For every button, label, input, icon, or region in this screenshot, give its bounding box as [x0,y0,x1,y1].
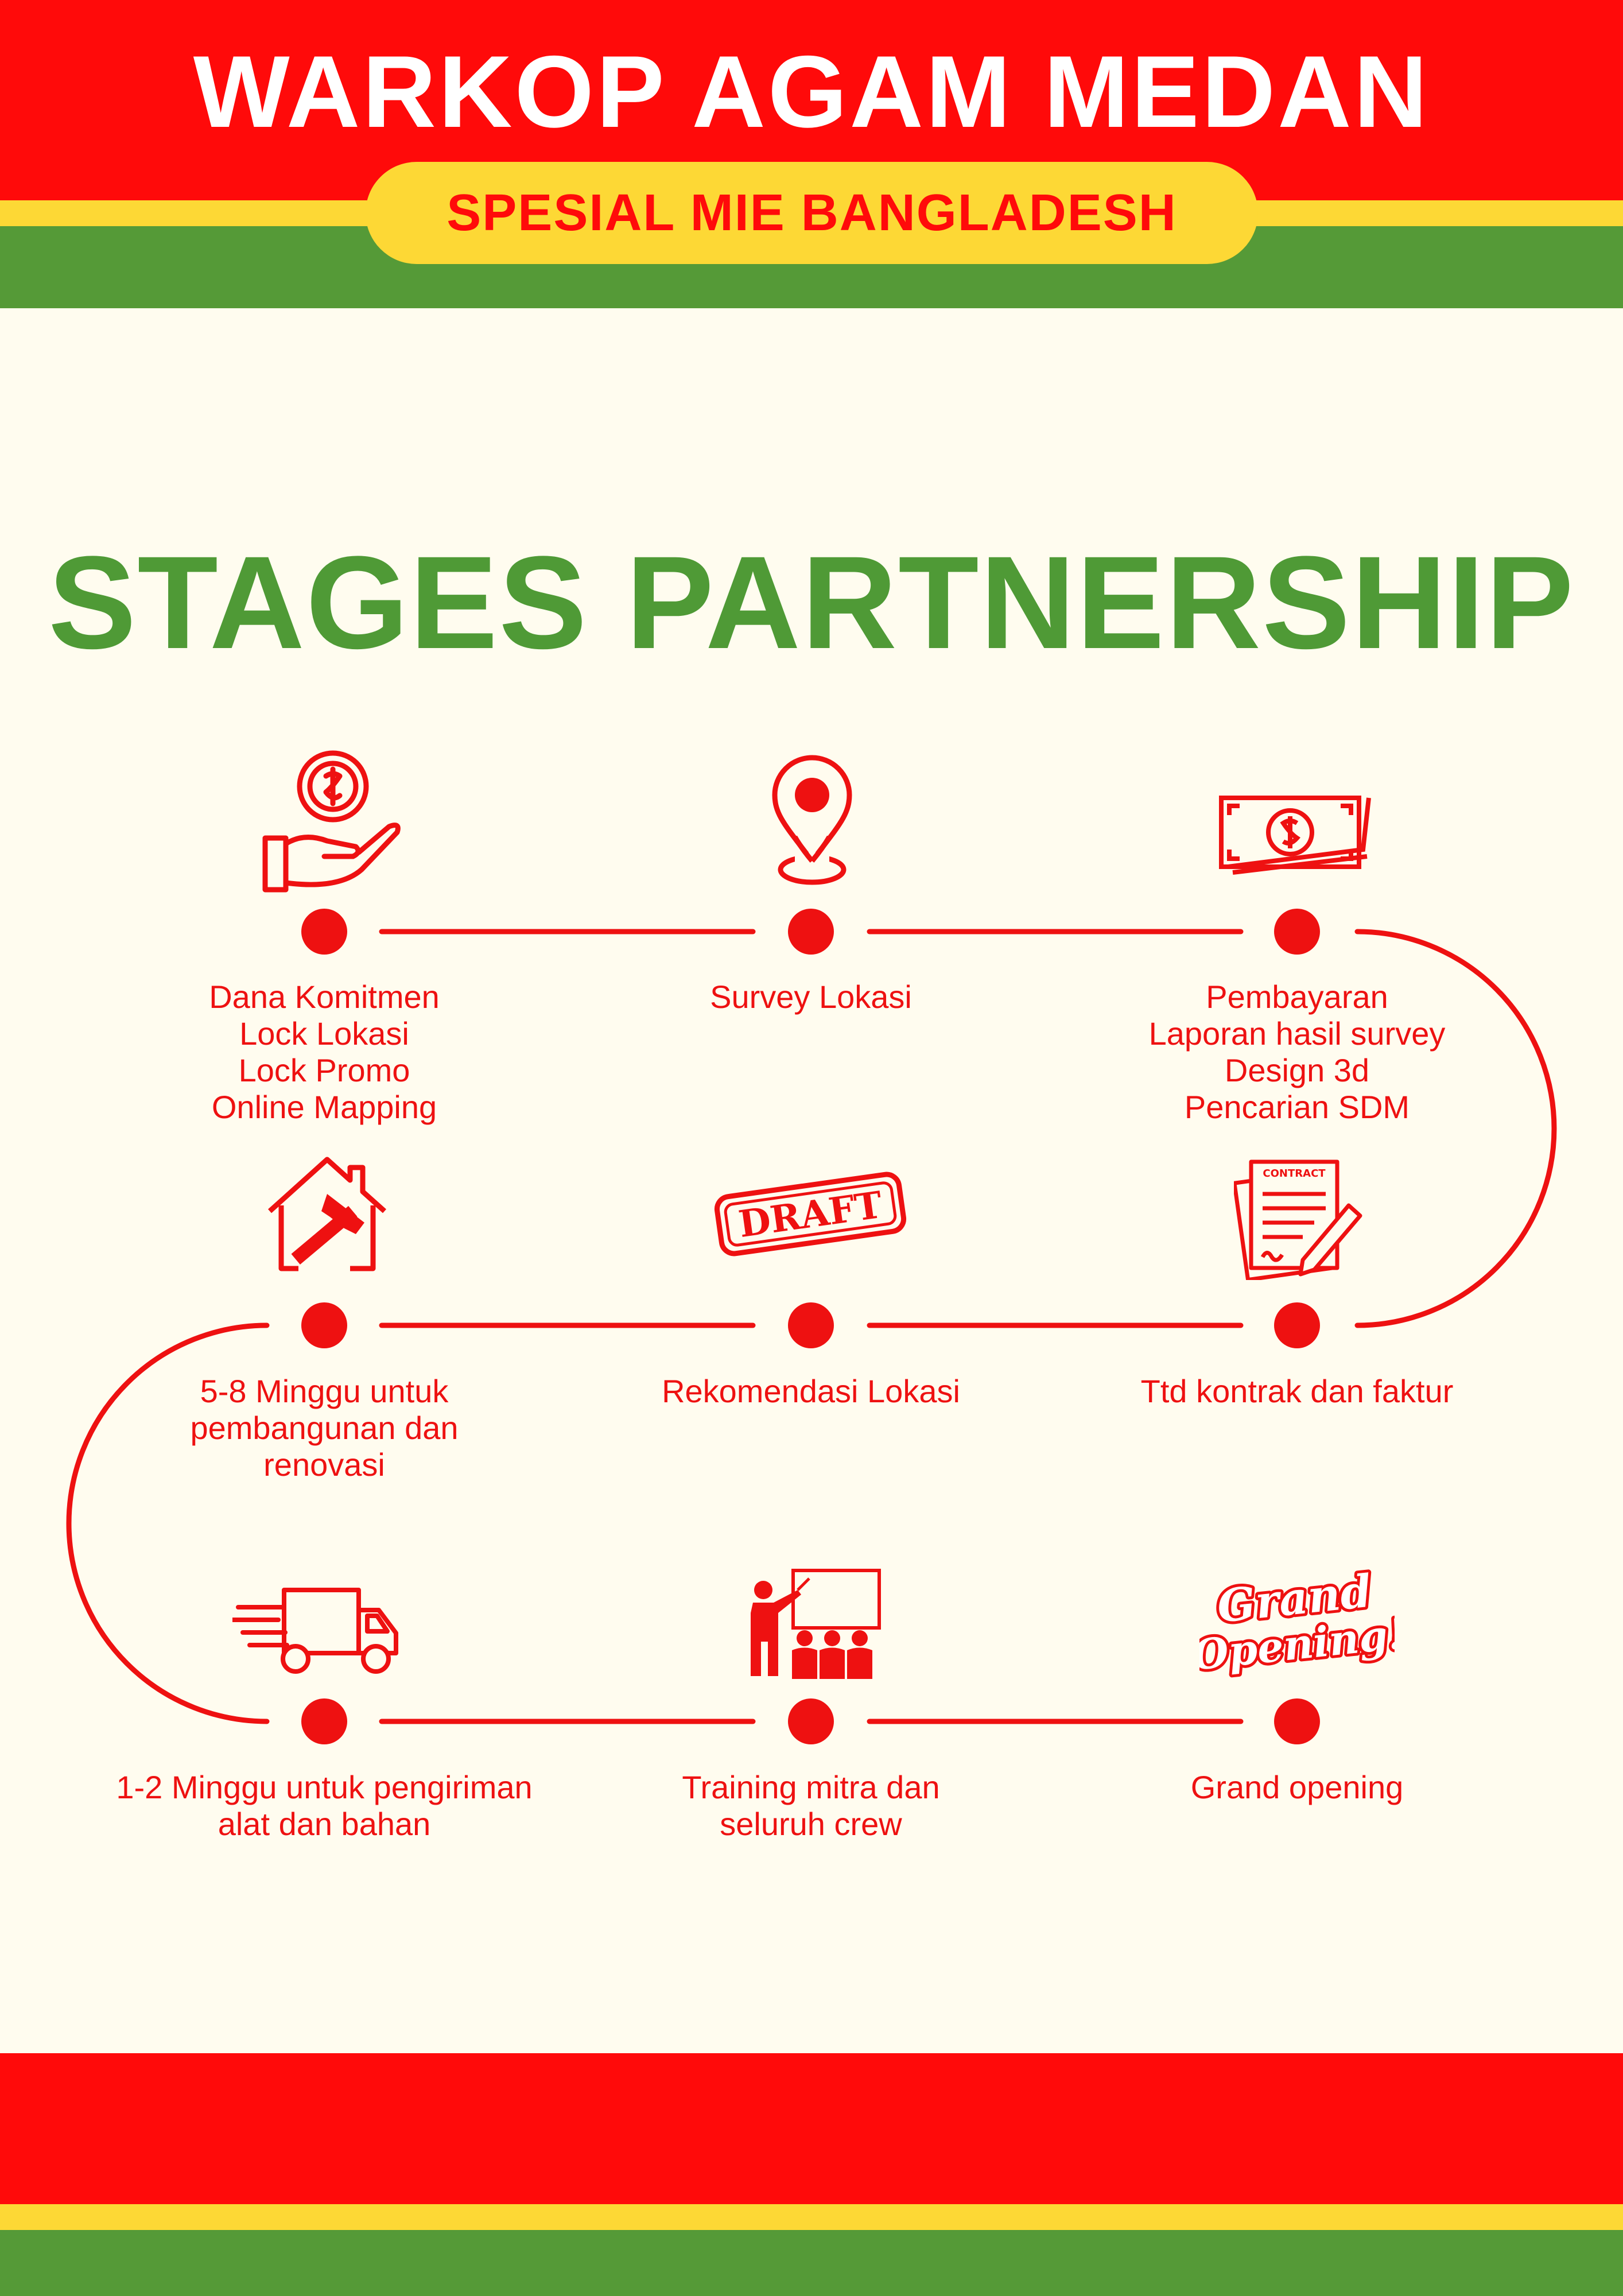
footer-yellow-stripe [0,2204,1623,2230]
delivery-truck-icon [232,1588,398,1674]
stage-label-payment: Pembayaran Laporan hasil survey Design 3… [1148,979,1446,1125]
footer-green-band [0,2230,1623,2296]
node-dot [1274,909,1320,955]
node-dot [788,1698,834,1744]
house-hammer-icon [267,1157,387,1271]
contract-header: CONTRACT [1263,1168,1326,1180]
contract-icon: CONTRACT [1234,1159,1362,1280]
brand-name: WARKOP AGAM MEDAN [193,34,1430,149]
hand-coin-icon [262,750,401,893]
node-dot [1274,1698,1320,1744]
tagline: SPESIAL MIE BANGLADESH [446,184,1177,242]
footer-red-band [0,2053,1623,2204]
stage-label-shipping: 1-2 Minggu untuk pengiriman alat dan bah… [116,1769,533,1842]
training-icon [751,1569,881,1679]
location-pin-icon [772,755,852,885]
connector-curve-left [66,1322,270,1724]
stage-label-contract: Ttd kontrak dan faktur [1140,1373,1454,1409]
tagline-pill: SPESIAL MIE BANGLADESH [366,162,1258,264]
node-dot [788,1302,834,1348]
stage-label-opening: Grand opening [1190,1769,1404,1805]
node-dot [301,1302,347,1348]
stage-label-commitment: Dana Komitmen Lock Lokasi Lock Promo Onl… [209,979,440,1125]
node-dot [301,1698,347,1744]
stage-label-construction: 5-8 Minggu untuk pembangunan dan renovas… [190,1373,459,1483]
draft-stamp-icon: DRAFT [714,1172,907,1256]
page-title: STAGES PARTNERSHIP [48,529,1575,676]
stage-label-recommendation: Rekomendasi Lokasi [662,1373,960,1409]
money-icon [1219,796,1371,875]
node-dot [788,909,834,955]
node-dot [1274,1302,1320,1348]
connector-curve-right [1354,929,1557,1328]
node-dot [301,909,347,955]
stage-label-training: Training mitra dan seluruh crew [682,1769,940,1842]
stage-label-survey: Survey Lokasi [710,979,912,1015]
grand-opening-icon: Grand Grand Opening! Opening! [1199,1567,1395,1682]
